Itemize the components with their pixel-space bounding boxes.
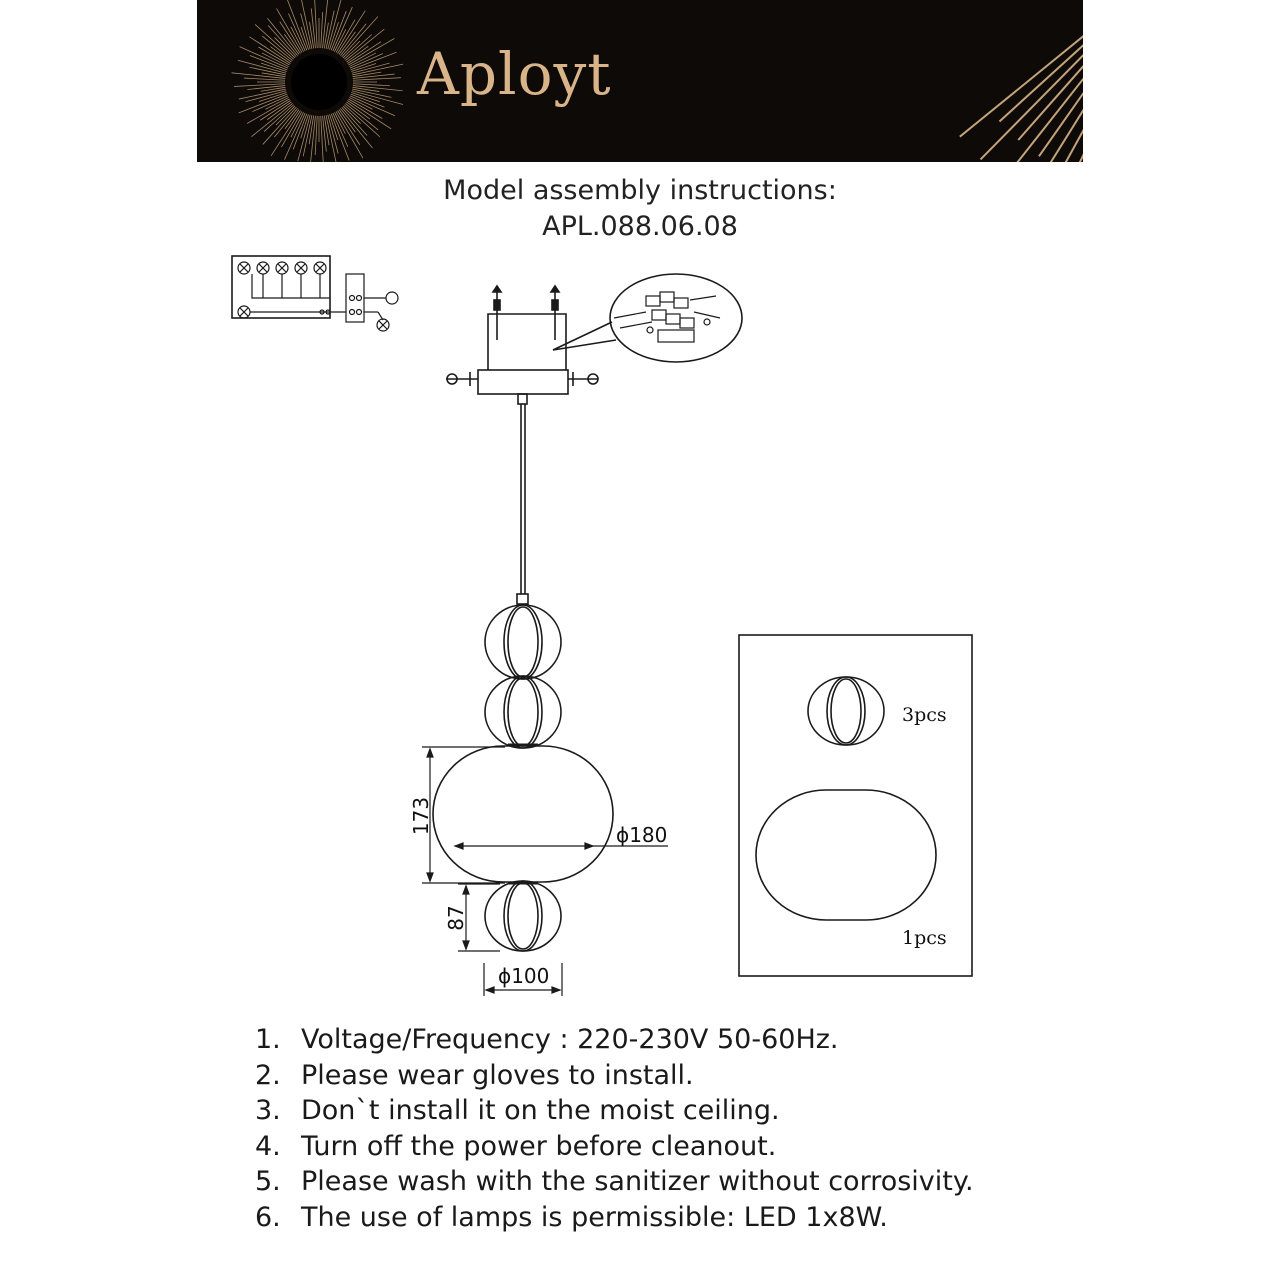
small-shade-top	[484, 604, 562, 680]
instruction-item: 3.Don`t install it on the moist ceiling.	[255, 1095, 780, 1126]
dimension-lines	[422, 746, 668, 996]
instruction-item: 5.Please wash with the sanitizer without…	[255, 1166, 974, 1197]
cord-grip	[517, 393, 528, 405]
model-number: APL.088.06.08	[542, 211, 738, 242]
small-shade-bottom	[484, 880, 562, 952]
wiring-diagram	[231, 255, 399, 332]
brand-banner: Aployt	[197, 0, 1083, 162]
instruction-item: 6.The use of lamps is permissible: LED 1…	[255, 1201, 888, 1233]
parts-small-shade	[807, 676, 885, 746]
instruction-item: 4.Turn off the power before cleanout.	[255, 1130, 777, 1162]
large-globe	[432, 743, 614, 885]
instruction-item: 2.Please wear gloves to install.	[255, 1059, 694, 1091]
parts-small-qty: 3pcs	[902, 704, 947, 726]
brand-logo: Aployt	[417, 40, 612, 108]
dim-small-height: 87	[444, 905, 468, 930]
parts-large-qty: 1pcs	[902, 927, 947, 949]
sun-rays-graphic	[231, 0, 1083, 162]
dim-main-diameter: ϕ180	[616, 823, 667, 847]
instructions-list: 1.Voltage/Frequency : 220-230V 50-60Hz. …	[255, 1022, 974, 1235]
dim-main-height: 173	[409, 797, 433, 835]
instruction-item: 1.Voltage/Frequency : 220-230V 50-60Hz.	[255, 1024, 839, 1055]
page-title: Model assembly instructions:	[443, 175, 837, 206]
parts-large-globe	[755, 789, 937, 921]
terminal-block-callout	[552, 273, 743, 363]
assembly-drawing: 173 ϕ180 87 ϕ100 3pcs 1pcs	[231, 255, 973, 996]
small-shade-middle	[484, 675, 562, 749]
parts-box	[738, 634, 973, 977]
dim-small-diameter: ϕ100	[498, 964, 549, 988]
